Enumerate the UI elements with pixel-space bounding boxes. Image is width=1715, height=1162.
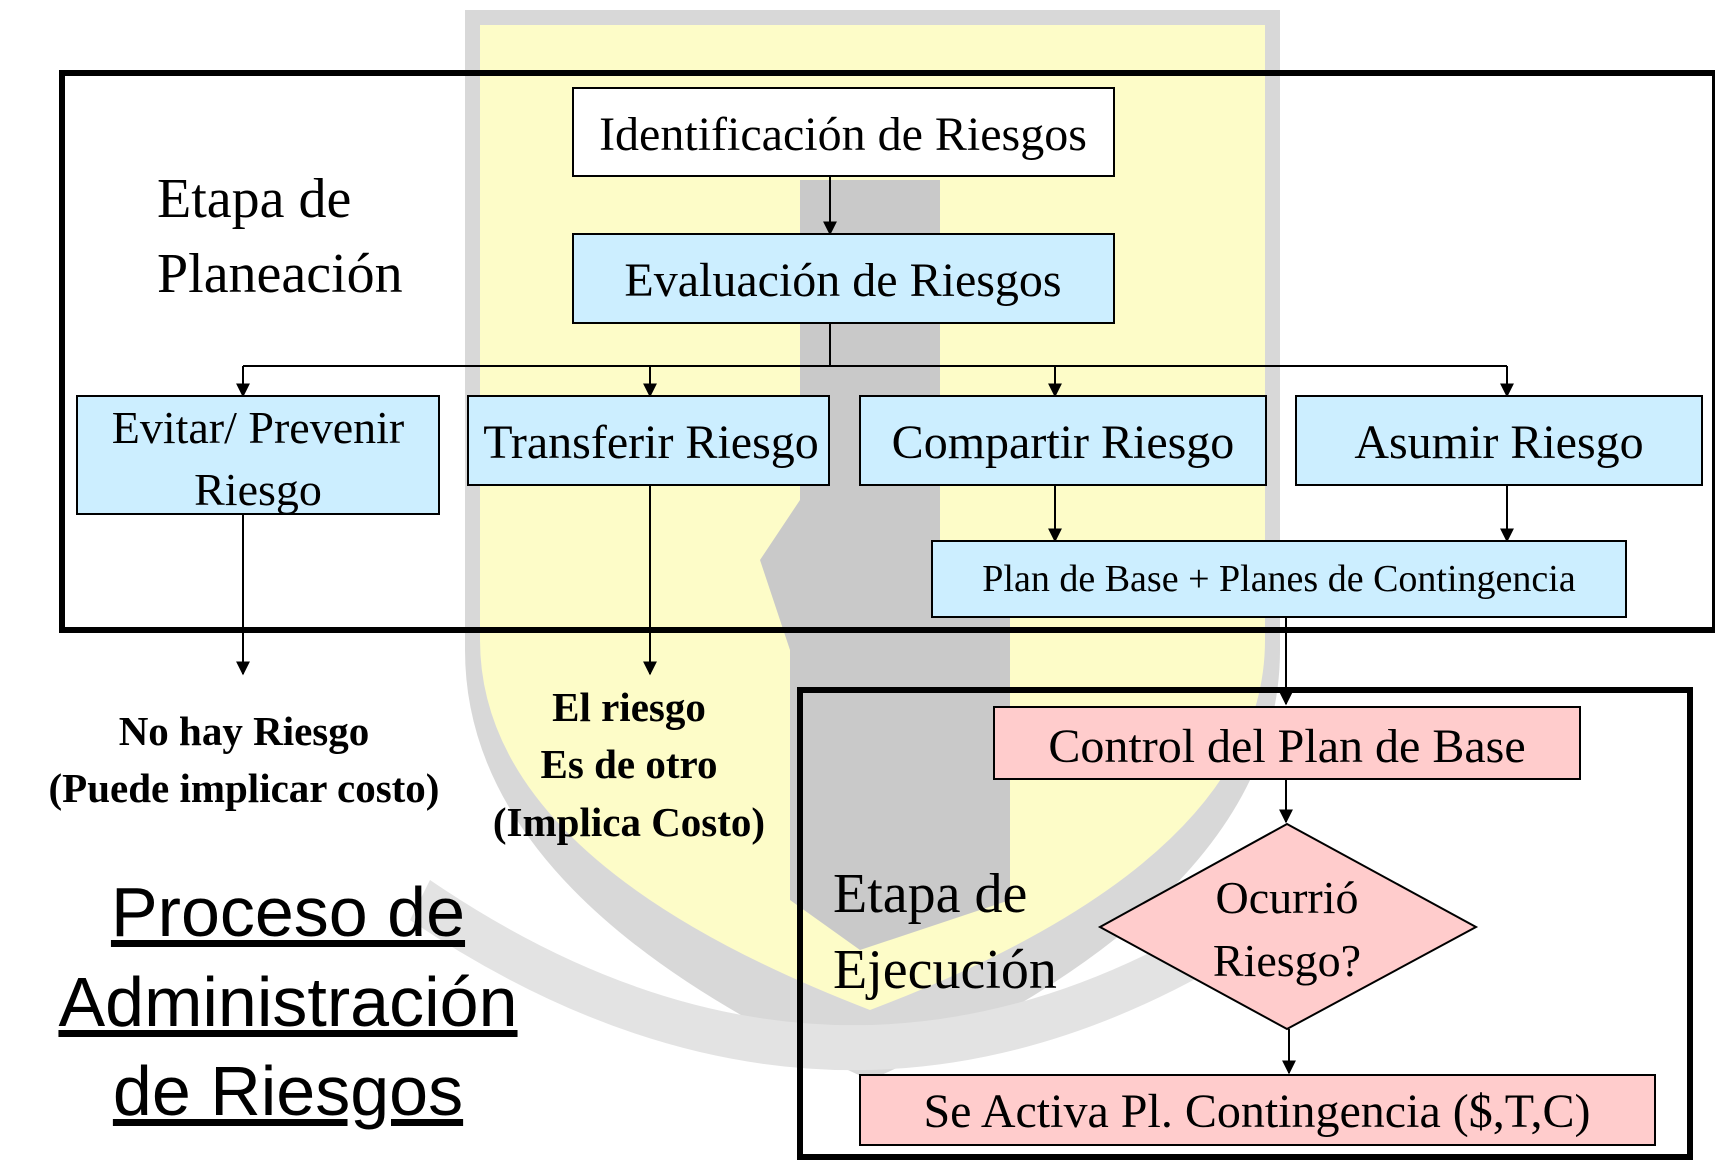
planning-stage-label-line1: Etapa de	[157, 168, 351, 230]
connectors	[236, 176, 1514, 1075]
execution-stage-frame	[797, 687, 1693, 1160]
decision-label-line2: Riesgo?	[1213, 935, 1361, 986]
transfer-risk-label: Transferir Riesgo	[483, 416, 819, 469]
avoid-risk-label-line1: Evitar/ Prevenir	[112, 402, 405, 453]
process-title-line3: de Riesgos	[113, 1052, 463, 1130]
process-title-line2: Administración	[58, 963, 517, 1041]
avoid-outcome-line1: No hay Riesgo	[119, 708, 370, 754]
share-risk-label: Compartir Riesgo	[892, 416, 1235, 469]
assume-risk-label: Asumir Riesgo	[1354, 416, 1643, 469]
activate-contingency-box	[859, 1074, 1656, 1146]
evaluation-box	[572, 233, 1115, 324]
transfer-outcome-line1: El riesgo	[552, 684, 706, 730]
transfer-outcome-line3: (Implica Costo)	[493, 799, 765, 845]
identification-label: Identificación de Riesgos	[599, 108, 1087, 161]
control-label: Control del Plan de Base	[1048, 720, 1525, 773]
control-box	[993, 706, 1581, 780]
avoid-risk-box	[76, 395, 440, 515]
identification-box	[572, 87, 1115, 177]
risk-occurred-decision	[1097, 822, 1479, 1031]
evaluation-label: Evaluación de Riesgos	[624, 254, 1061, 307]
base-plan-box	[931, 540, 1627, 618]
transfer-risk-box	[467, 395, 830, 486]
assume-risk-box	[1295, 395, 1703, 486]
activate-contingency-label: Se Activa Pl. Contingencia ($,T,C)	[923, 1085, 1590, 1138]
planning-stage-frame	[59, 70, 1715, 633]
base-plan-label: Plan de Base + Planes de Contingencia	[982, 558, 1576, 600]
decision-label-line1: Ocurrió	[1215, 872, 1358, 923]
transfer-outcome-line2: Es de otro	[541, 741, 718, 787]
execution-stage-label-line1: Etapa de	[833, 863, 1027, 925]
avoid-risk-label-line2: Riesgo	[194, 464, 322, 515]
avoid-outcome-line2: (Puede implicar costo)	[49, 765, 440, 811]
planning-stage-label-line2: Planeación	[157, 243, 403, 305]
share-risk-box	[859, 395, 1267, 486]
process-title-line1: Proceso de	[111, 873, 465, 951]
execution-stage-label-line2: Ejecución	[833, 939, 1057, 1001]
